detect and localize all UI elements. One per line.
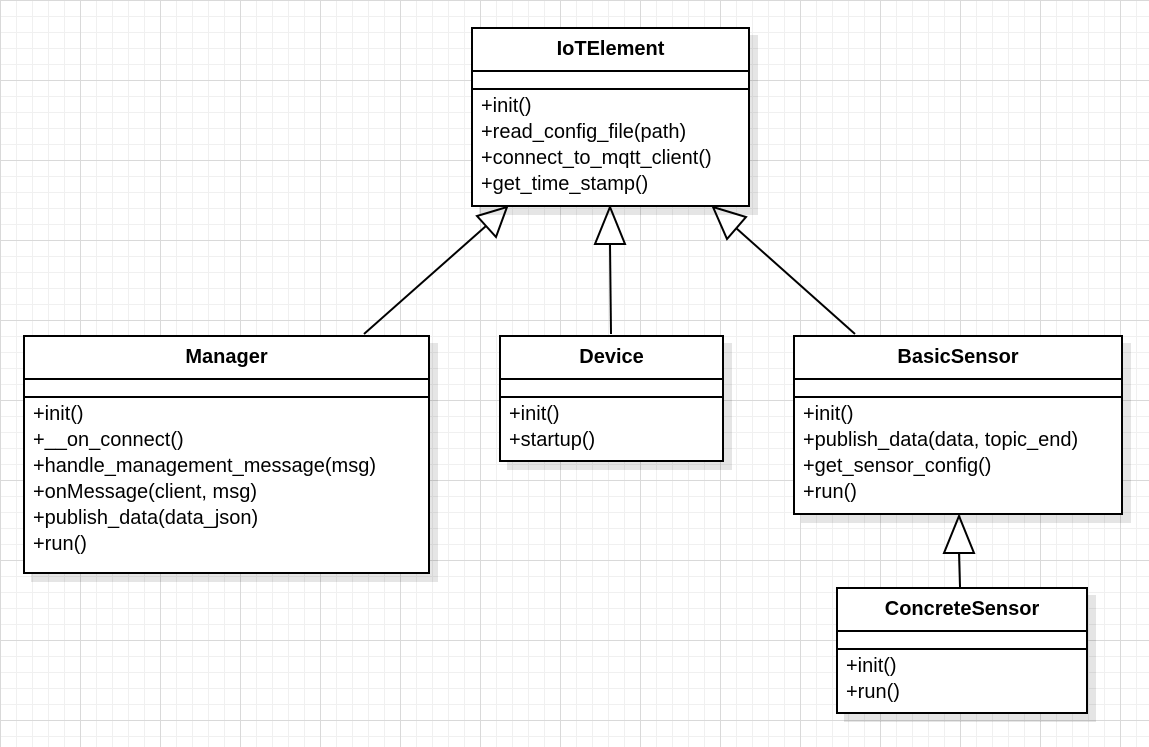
class-name: ConcreteSensor: [838, 589, 1086, 632]
methods-compartment: +init() +startup(): [501, 398, 722, 453]
class-manager[interactable]: Manager +init() +__on_connect() +handle_…: [23, 335, 430, 574]
attributes-compartment: [795, 380, 1121, 398]
method: +onMessage(client, msg): [33, 481, 257, 503]
class-device[interactable]: Device +init() +startup(): [499, 335, 724, 462]
method: +__on_connect(): [33, 429, 184, 451]
method: +run(): [803, 481, 857, 503]
method: +get_time_stamp(): [481, 173, 649, 195]
method: +run(): [33, 533, 87, 555]
attributes-compartment: [501, 380, 722, 398]
manager-to-iotelement-generalization[interactable]: [363, 205, 509, 335]
method: +connect_to_mqtt_client(): [481, 147, 712, 169]
method: +run(): [846, 681, 900, 703]
method: +publish_data(data, topic_end): [803, 429, 1079, 451]
method: +startup(): [509, 429, 596, 451]
methods-compartment: +init() +__on_connect() +handle_manageme…: [25, 398, 428, 557]
method: +init(): [803, 403, 854, 425]
class-name: Manager: [25, 337, 428, 380]
concretesensor-to-basicsensor-generalization[interactable]: [942, 513, 976, 588]
method: +read_config_file(path): [481, 121, 687, 143]
class-name: Device: [501, 337, 722, 380]
attributes-compartment: [838, 632, 1086, 650]
method: +handle_management_message(msg): [33, 455, 376, 477]
class-basicsensor[interactable]: BasicSensor +init() +publish_data(data, …: [793, 335, 1123, 515]
methods-compartment: +init() +read_config_file(path) +connect…: [473, 90, 748, 197]
class-name: IoTElement: [473, 29, 748, 72]
method: +publish_data(data_json): [33, 507, 259, 529]
method: +init(): [509, 403, 560, 425]
methods-compartment: +init() +publish_data(data, topic_end) +…: [795, 398, 1121, 505]
class-concretesensor[interactable]: ConcreteSensor +init() +run(): [836, 587, 1088, 714]
attributes-compartment: [473, 72, 748, 90]
method: +get_sensor_config(): [803, 455, 992, 477]
basicsensor-to-iotelement-generalization[interactable]: [711, 205, 856, 335]
attributes-compartment: [25, 380, 428, 398]
class-name: BasicSensor: [795, 337, 1121, 380]
methods-compartment: +init() +run(): [838, 650, 1086, 705]
method: +init(): [33, 403, 84, 425]
method: +init(): [481, 95, 532, 117]
method: +init(): [846, 655, 897, 677]
class-iotelement[interactable]: IoTElement +init() +read_config_file(pat…: [471, 27, 750, 207]
device-to-iotelement-generalization[interactable]: [593, 204, 627, 335]
